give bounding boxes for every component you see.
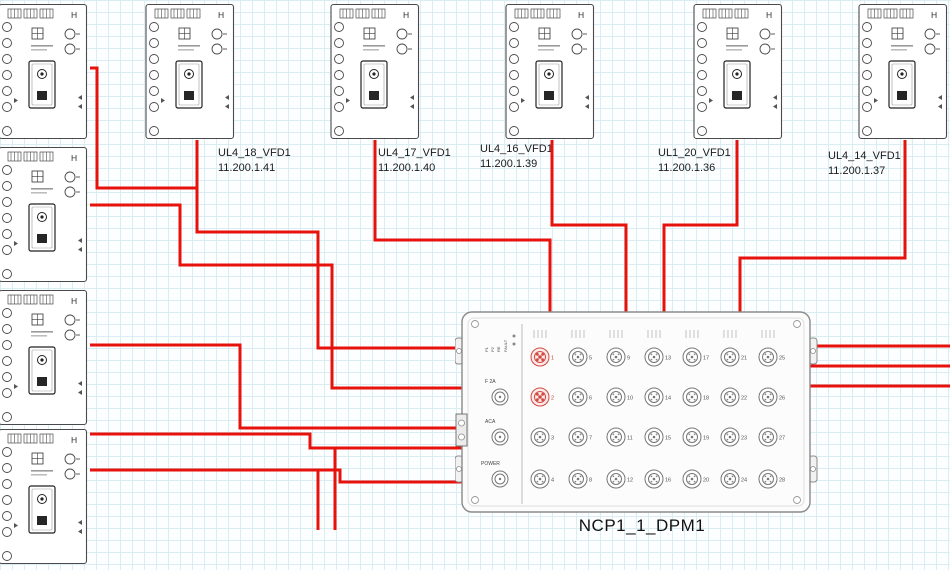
device-label-ul1-20: UL1_20_VFD1 11.200.1.36	[658, 146, 731, 176]
svg-text:15: 15	[665, 436, 671, 442]
svg-text:8: 8	[589, 478, 592, 484]
port-6[interactable]: 6	[568, 387, 592, 407]
svg-text:4: 4	[551, 478, 554, 484]
port-12[interactable]: 12	[606, 469, 633, 489]
pin-label-ticks	[533, 330, 775, 338]
svg-text:14: 14	[665, 396, 671, 402]
wire[interactable]	[373, 140, 552, 314]
wire[interactable]	[550, 140, 628, 314]
svg-text:12: 12	[627, 478, 633, 484]
device-ip: 11.200.1.41	[218, 162, 276, 174]
port-15[interactable]: 15	[644, 427, 671, 447]
device-name: UL4_14_VFD1	[828, 150, 901, 162]
svg-text:5: 5	[589, 356, 592, 362]
svg-text:11: 11	[627, 436, 633, 442]
port-14[interactable]: 14	[644, 387, 671, 407]
port-7[interactable]: 7	[568, 427, 592, 447]
port-22[interactable]: 22	[720, 387, 747, 407]
port-4[interactable]: 4	[530, 469, 554, 489]
svg-text:24: 24	[741, 478, 747, 484]
led-label: FAULT	[503, 339, 508, 352]
wire[interactable]	[738, 140, 907, 314]
svg-text:3: 3	[551, 436, 554, 442]
led-label: P2	[490, 346, 495, 352]
port-10[interactable]: 10	[606, 387, 633, 407]
aux-connector-power[interactable]: POWER	[481, 461, 509, 488]
port-26[interactable]: 26	[758, 387, 785, 407]
device-label-ul4-17: UL4_17_VFD1 11.200.1.40	[378, 146, 451, 176]
aux-connector-f2a[interactable]: F 2A	[485, 379, 509, 406]
status-leds: P1 P2 RE FAULT	[484, 334, 516, 352]
device-name: UL4_18_VFD1	[218, 147, 291, 159]
port-27[interactable]: 27	[758, 427, 785, 447]
port-5[interactable]: 5	[568, 347, 592, 367]
wire-layer	[90, 66, 950, 530]
port-18[interactable]: 18	[682, 387, 709, 407]
svg-text:17: 17	[703, 356, 709, 362]
device-name: UL1_20_VFD1	[658, 147, 731, 159]
port-25[interactable]: 25	[758, 347, 785, 367]
svg-text:1: 1	[551, 356, 554, 362]
led-label: RE	[496, 346, 501, 352]
svg-text:22: 22	[741, 396, 747, 402]
port-16[interactable]: 16	[644, 469, 671, 489]
aux-label: ACA	[485, 419, 496, 425]
port-28[interactable]: 28	[758, 469, 785, 489]
device-ip: 11.200.1.37	[828, 165, 886, 177]
port-2[interactable]: 2	[530, 387, 554, 407]
wire[interactable]	[90, 432, 462, 450]
device-ip: 11.200.1.36	[658, 162, 716, 174]
port-grid: 1234567891011121314151617181920212223242…	[530, 347, 785, 489]
port-3[interactable]: 3	[530, 427, 554, 447]
svg-text:25: 25	[779, 356, 785, 362]
wire[interactable]	[90, 66, 197, 190]
svg-text:18: 18	[703, 396, 709, 402]
device-label-ul4-18: UL4_18_VFD1 11.200.1.41	[218, 146, 291, 176]
svg-text:16: 16	[665, 478, 671, 484]
port-23[interactable]: 23	[720, 427, 747, 447]
port-1[interactable]: 1	[530, 347, 554, 367]
device-name: UL4_16_VFD1	[480, 143, 553, 155]
svg-text:7: 7	[589, 436, 592, 442]
aux-label: F 2A	[485, 379, 496, 385]
port-8[interactable]: 8	[568, 469, 592, 489]
svg-text:26: 26	[779, 396, 785, 402]
svg-text:9: 9	[627, 356, 630, 362]
svg-text:6: 6	[589, 396, 592, 402]
module-title: NCP1_1_DPM1	[578, 516, 706, 535]
device-ip: 11.200.1.39	[480, 158, 538, 170]
svg-text:28: 28	[779, 478, 785, 484]
svg-text:10: 10	[627, 396, 633, 402]
port-9[interactable]: 9	[606, 347, 630, 367]
port-20[interactable]: 20	[682, 469, 709, 489]
wire[interactable]	[662, 140, 739, 314]
wire[interactable]	[90, 203, 462, 390]
svg-text:13: 13	[665, 356, 671, 362]
wire[interactable]	[195, 140, 462, 350]
device-name: UL4_17_VFD1	[378, 147, 451, 159]
port-24[interactable]: 24	[720, 469, 747, 489]
port-17[interactable]: 17	[682, 347, 709, 367]
port-11[interactable]: 11	[606, 427, 633, 447]
svg-text:2: 2	[551, 396, 554, 402]
schematic-canvas[interactable]: { "colors": { "wire": "#e8120c", "grid":…	[0, 0, 950, 530]
svg-text:19: 19	[703, 436, 709, 442]
svg-text:20: 20	[703, 478, 709, 484]
wire[interactable]	[90, 343, 462, 430]
svg-text:21: 21	[741, 356, 747, 362]
port-19[interactable]: 19	[682, 427, 709, 447]
svg-text:23: 23	[741, 436, 747, 442]
wire[interactable]	[90, 468, 462, 484]
device-label-ul4-14: UL4_14_VFD1 11.200.1.37	[828, 149, 901, 179]
aux-connector-aca[interactable]: ACA	[485, 419, 509, 446]
led-label: P1	[484, 346, 489, 352]
aux-label: POWER	[481, 461, 500, 467]
device-label-ul4-16: UL4_16_VFD1 11.200.1.39	[480, 142, 553, 172]
port-13[interactable]: 13	[644, 347, 671, 367]
svg-text:27: 27	[779, 436, 785, 442]
port-21[interactable]: 21	[720, 347, 747, 367]
device-ip: 11.200.1.40	[378, 162, 436, 174]
